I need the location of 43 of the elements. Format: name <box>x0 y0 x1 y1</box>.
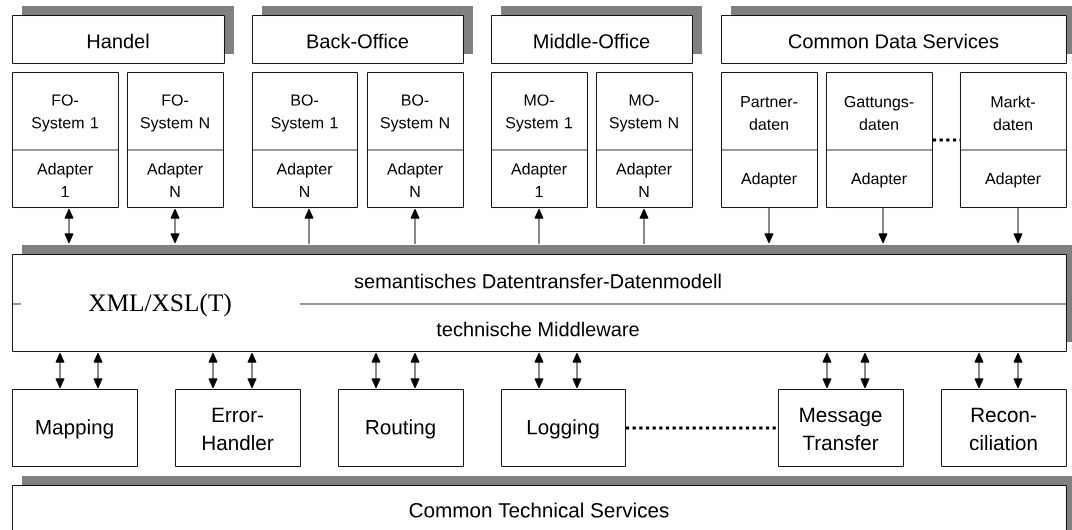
arrow <box>822 352 832 389</box>
arrow <box>764 207 774 244</box>
arrow <box>410 208 420 245</box>
service-box: Recon- ciliation <box>941 389 1067 467</box>
dotted-line <box>625 426 778 430</box>
header-box: Handel <box>12 6 234 64</box>
system-box: FO-System N Adapter N <box>126 72 224 208</box>
middleware-box: semantisches Datentransfer-Datenmodell XML/XSL(T) technische Middleware <box>11 245 1072 352</box>
arrow <box>639 208 649 245</box>
arrow <box>534 208 544 245</box>
service-box: Mapping <box>12 389 138 467</box>
arrow <box>55 352 65 389</box>
arrow <box>534 352 544 389</box>
arrow <box>170 208 180 244</box>
system-box: Gattungs- daten Adapter <box>825 72 933 208</box>
header-box: Middle-Office <box>491 6 702 64</box>
system-box: Markt- daten Adapter <box>959 72 1067 208</box>
system-box: BO-System N Adapter N <box>366 72 464 208</box>
service-box: Error- Handler <box>175 389 301 467</box>
system-box: Partner- daten Adapter <box>720 72 818 208</box>
arrow <box>208 352 218 389</box>
arrow <box>878 207 888 244</box>
arrow <box>410 352 420 389</box>
system-box: MO-System 1 Adapter 1 <box>490 72 588 208</box>
arrow <box>64 208 74 244</box>
arrow <box>1013 352 1023 389</box>
platform-box: Common Technical Services <box>12 476 1072 530</box>
arrow <box>304 208 314 245</box>
system-box: FO-System 1 Adapter 1 <box>11 72 119 208</box>
arrow <box>1013 207 1023 244</box>
header-box: Back-Office <box>252 6 473 64</box>
arrow <box>371 352 381 389</box>
service-box: Logging <box>501 389 626 467</box>
arrow <box>93 352 103 389</box>
arrow <box>860 352 870 389</box>
service-box: Message Transfer <box>778 389 904 467</box>
arrow <box>974 352 984 389</box>
arrow <box>247 352 257 389</box>
system-box: BO-System 1 Adapter N <box>251 72 358 208</box>
system-box: MO-System N Adapter N <box>595 72 693 208</box>
service-box: Routing <box>338 389 464 467</box>
header-box: Common Data Services <box>721 6 1072 64</box>
arrow <box>572 352 582 389</box>
